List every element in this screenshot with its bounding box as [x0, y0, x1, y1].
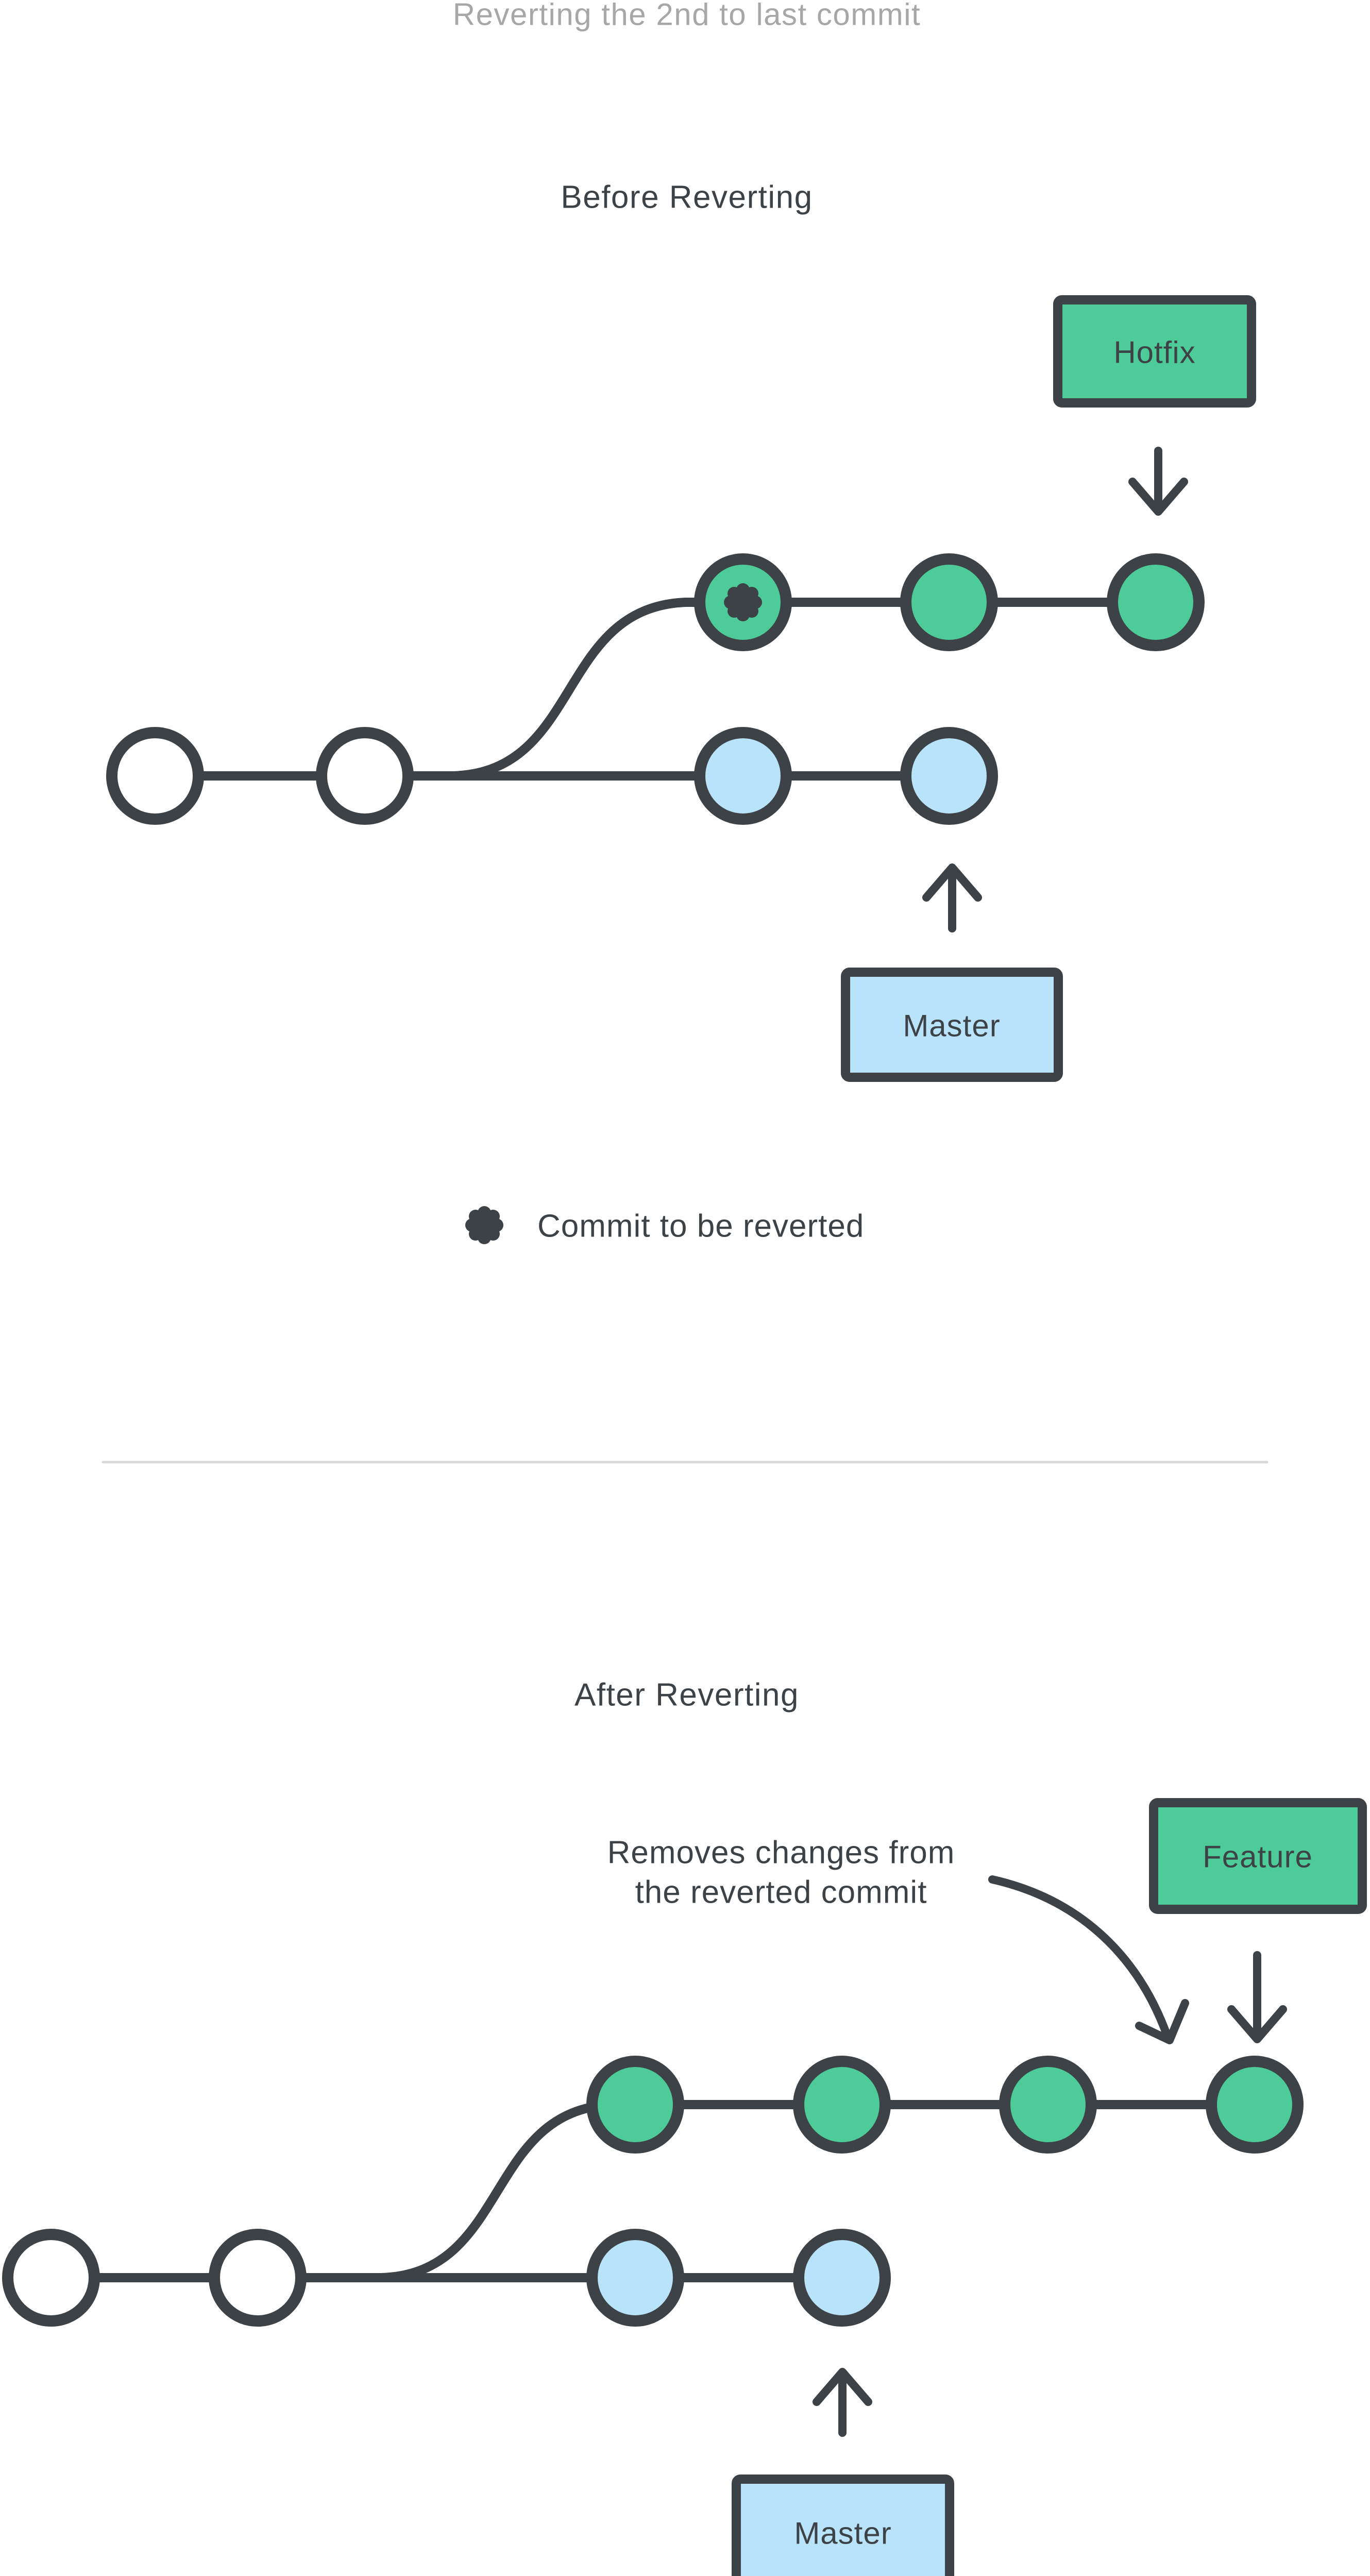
curved-arrow-annotation-icon [988, 1875, 1189, 2044]
commit-node-master-2 [900, 727, 998, 825]
commit-node-hotfix-2 [900, 553, 998, 651]
arrow-down-hotfix-icon [1128, 447, 1188, 516]
feature-branch-label: Feature [1203, 1840, 1313, 1874]
commit-node-feature-4-revert [1206, 2056, 1304, 2154]
hotfix-branch-box [1053, 295, 1256, 408]
page-title: Reverting the 2nd to last commit [453, 0, 921, 32]
commit-node-main-after-1 [2, 2229, 100, 2327]
commit-node-feature-3 [999, 2056, 1097, 2154]
branch-fork-curve-after [377, 2100, 618, 2282]
commit-node-main-1 [106, 727, 204, 825]
commit-node-master-after-1 [586, 2229, 684, 2327]
legend-text: Commit to be reverted [537, 1209, 864, 1244]
master-label-before: Master [903, 1009, 1000, 1043]
commit-node-main-2 [316, 727, 414, 825]
arrow-up-master-after-icon [813, 2368, 872, 2437]
hotfix-branch-label: Hotfix [1113, 335, 1195, 370]
commit-node-master-after-2 [793, 2229, 891, 2327]
commit-node-feature-2 [793, 2056, 891, 2154]
master-label-after: Master [794, 2516, 891, 2551]
annotation-line-1: Removes changes from [607, 1835, 955, 1871]
reverted-commit-asterisk-icon [731, 590, 755, 615]
commit-node-hotfix-3 [1107, 553, 1205, 651]
arrow-up-master-before-icon [922, 863, 982, 933]
feature-branch-box [1149, 1798, 1367, 1914]
legend-asterisk-icon [472, 1213, 497, 1238]
branch-fork-curve-before [449, 598, 690, 781]
annotation-line-2: the reverted commit [635, 1875, 927, 1910]
commit-node-feature-1 [586, 2056, 684, 2154]
master-box-after [732, 2475, 954, 2576]
commit-node-master-1 [694, 727, 792, 825]
section-heading-before: Before Reverting [561, 180, 813, 215]
arrow-down-feature-icon [1227, 1951, 1287, 2043]
master-box-before [841, 968, 1063, 1082]
section-heading-after: After Reverting [574, 1677, 799, 1713]
commit-node-main-after-2 [209, 2229, 307, 2327]
